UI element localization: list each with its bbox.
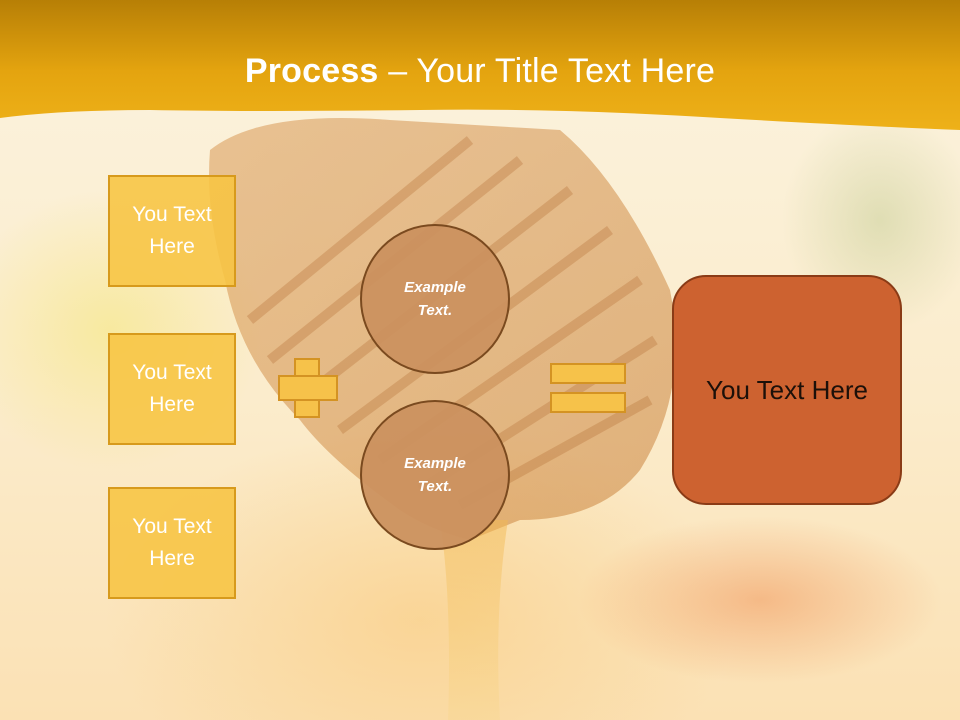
left-box-3[interactable]: You Text Here	[108, 487, 236, 599]
left-box-1[interactable]: You Text Here	[108, 175, 236, 287]
title-bold: Process	[244, 52, 379, 90]
example-circle-2[interactable]: Example Text.	[360, 400, 510, 550]
circle-label: Example Text.	[404, 455, 466, 495]
left-box-label: You Text Here	[132, 515, 212, 570]
circle-label: Example Text.	[404, 279, 466, 319]
result-label: You Text Here	[706, 374, 868, 405]
left-box-2[interactable]: You Text Here	[108, 333, 236, 445]
left-box-label: You Text Here	[132, 203, 212, 258]
result-box[interactable]: You Text Here	[672, 275, 902, 505]
header-band	[0, 0, 960, 130]
example-circle-1[interactable]: Example Text.	[360, 224, 510, 374]
slide-title: Process – Your Title Text Here	[0, 52, 960, 91]
title-rest: – Your Title Text Here	[378, 52, 716, 90]
left-box-label: You Text Here	[132, 361, 212, 416]
